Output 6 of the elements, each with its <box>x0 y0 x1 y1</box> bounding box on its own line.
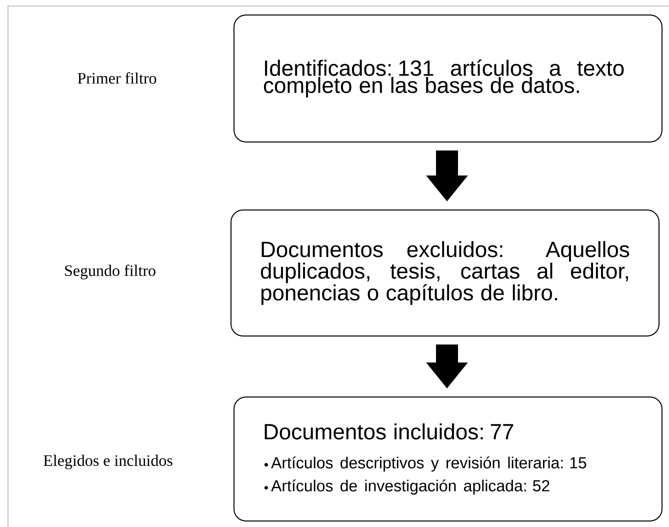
process-box: Identificados: 131 artículos a texto completo en las bases de datos. <box>234 14 662 142</box>
row-label: Segundo filtro <box>65 264 156 280</box>
row-label: Primer filtro <box>78 72 156 84</box>
process-box: Documentos excluidos: Aquellos duplicados, tesis, cartas al editor, ponencias o capítulos de libro. <box>230 210 660 336</box>
process-box: Documentos incluidos: 77 Artículos descriptivos y revisión literaria: 15 Artículos de investigación aplicada: 52 <box>234 396 662 522</box>
row-label: Elegidos e incluidos <box>44 454 172 470</box>
